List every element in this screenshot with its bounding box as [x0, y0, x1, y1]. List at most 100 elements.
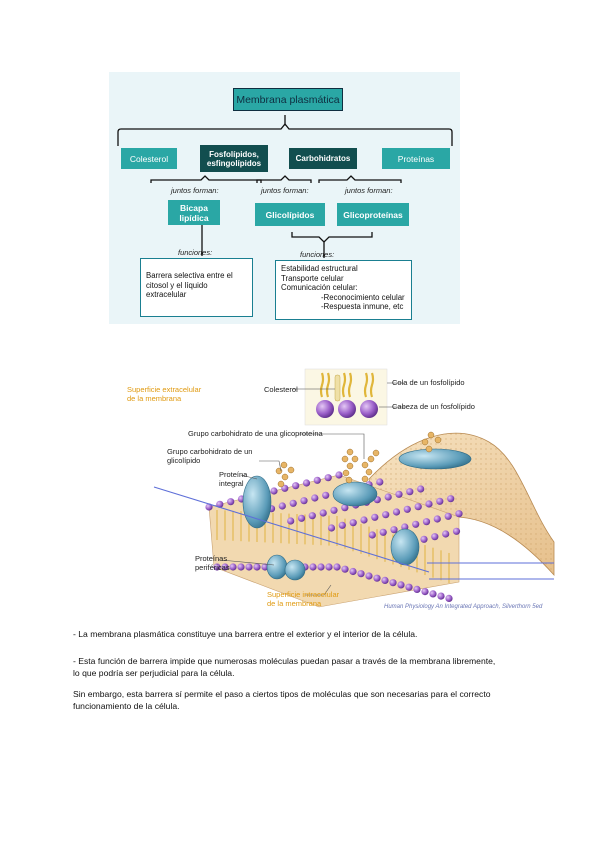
phospholipid-head	[322, 491, 330, 499]
phospholipid-head	[392, 508, 401, 516]
phospholipid-head	[325, 563, 333, 571]
phospholipid-head	[292, 482, 300, 490]
juntos-forman-1: juntos forman:	[171, 186, 219, 195]
phospholipid-head	[229, 563, 237, 571]
phospholipid-head	[335, 471, 343, 479]
phospholipid-head	[447, 495, 455, 503]
phospholipid-head	[213, 563, 221, 571]
phospholipid-head	[412, 520, 420, 528]
phospholipid-head	[205, 503, 213, 511]
phospholipid-head	[327, 524, 336, 532]
colesterol-box: Colesterol	[121, 148, 177, 169]
phospholipid-head	[349, 519, 357, 527]
phospholipid-head	[324, 474, 332, 482]
paragraph-2-line-2: lo que podría ser perjudicial para la cé…	[73, 667, 235, 678]
label-cabeza-fosfolipido: Cabeza de un fosfolípido	[392, 402, 475, 411]
phospholipid-head	[395, 490, 403, 498]
note-barrera: Barrera selectiva entre el citosol y el …	[140, 258, 253, 317]
phospholipid-head	[390, 526, 398, 534]
phospholipid-head	[376, 478, 384, 486]
phospholipid-head	[330, 506, 338, 514]
label-colesterol: Colesterol	[264, 385, 298, 394]
paragraph-3-line-2: funcionamiento de la célula.	[73, 700, 180, 711]
phospholipid-head	[221, 563, 229, 571]
phospholipid-head	[289, 499, 297, 507]
phospholipid-head	[338, 521, 346, 529]
glicolipidos-box: Glicolípidos	[255, 203, 325, 226]
note-line-transporte: Transporte celular	[281, 273, 344, 283]
membrane-illustration	[153, 368, 555, 608]
glicoproteinas-box: Glicoproteínas	[337, 203, 409, 226]
note-funciones-glico: Estabilidad estructural Transporte celul…	[275, 260, 412, 320]
concept-map-connectors	[117, 115, 453, 258]
phospholipid-head	[437, 592, 445, 600]
phospholipid-head	[360, 516, 368, 524]
phospholipid-head	[297, 514, 306, 522]
phospholipid-head	[436, 497, 444, 505]
phospholipid-head	[319, 509, 327, 517]
phospholipid-head	[227, 498, 235, 506]
root-box: Membrana plasmática	[233, 88, 343, 111]
phospholipid-head	[237, 563, 245, 571]
phospholipid-head	[309, 563, 317, 571]
phospholipid-head	[442, 530, 450, 538]
phospholipid-head	[455, 510, 463, 518]
phospholipid-head	[431, 533, 439, 541]
phospholipid-head	[245, 563, 253, 571]
note-line-comunicacion: Comunicación celular:	[281, 283, 358, 292]
funciones-2: funciones:	[300, 250, 335, 259]
juntos-forman-3: juntos forman:	[345, 186, 393, 195]
funciones-1: funciones:	[178, 248, 213, 257]
paragraph-1: - La membrana plasmática constituye una …	[73, 629, 418, 639]
phospholipid-head	[433, 515, 441, 523]
phospholipid-head	[300, 497, 308, 505]
phospholipid-head	[445, 594, 453, 602]
phospholipid-head	[216, 500, 224, 508]
phospholipid-head	[382, 511, 390, 519]
phospholipid-head	[406, 488, 414, 496]
membrane-figure: Superficie extracelular de la membrana C…	[109, 367, 564, 613]
phospholipid-head	[270, 487, 278, 495]
paragraph-3: Sin embargo, esta barrera sí permite el …	[73, 689, 543, 712]
label-grupo-glicolipido: Grupo carbohidrato de un glicolípido	[167, 447, 253, 465]
phospholipid-head	[311, 494, 319, 502]
phospholipid-head	[401, 523, 409, 531]
concept-map: Membrana plasmática Colesterol Fosfolípi…	[109, 72, 460, 324]
phospholipid-head	[403, 505, 411, 513]
phospholipid-head	[313, 476, 321, 484]
phospholipid-head	[417, 485, 425, 493]
note-line-reconocimiento: -Reconocimiento celular	[321, 292, 405, 302]
paragraph-2: - Esta función de barrera impide que num…	[73, 656, 543, 679]
phospholipid-head	[397, 581, 405, 589]
fosfolipidos-box: Fosfolípidos, esfingolípidos	[200, 145, 268, 172]
note-line-estabilidad: Estabilidad estructural	[281, 264, 358, 273]
phospholipid-head	[341, 504, 349, 512]
phospholipid-head	[425, 500, 433, 508]
phospholipid-head	[302, 479, 311, 487]
phospholipid-head	[389, 579, 397, 587]
phospholipid-head	[349, 567, 357, 576]
phospholipid-head	[384, 493, 392, 501]
note-line-respuesta: -Respuesta inmune, etc	[321, 302, 404, 311]
phospholipid-head	[379, 528, 387, 536]
phospholipid-head	[308, 512, 316, 520]
phospholipid-head	[341, 565, 349, 573]
juntos-forman-2: juntos forman:	[261, 186, 309, 195]
phospholipid-head	[420, 535, 428, 543]
phospholipid-head	[429, 590, 437, 598]
figure-credit: Human Physiology An Integrated Approach,…	[384, 604, 543, 610]
phospholipid-head	[371, 513, 379, 521]
bicapa-box: Bicapa lipídica	[168, 200, 220, 225]
phospholipid-head	[253, 563, 261, 571]
phospholipid-head	[452, 527, 461, 535]
phospholipid-head	[421, 588, 429, 596]
phospholipid-head	[287, 517, 295, 525]
phospholipid-head	[333, 563, 341, 571]
paragraph-2-line-1: - Esta función de barrera impide que num…	[73, 656, 496, 666]
phospholipid-head	[444, 512, 452, 520]
label-cola-fosfolipido: Cola de un fosfolípido	[392, 378, 465, 387]
phospholipid-head	[405, 583, 413, 591]
phospholipid-head	[422, 518, 431, 526]
phospholipid-head	[413, 585, 421, 593]
phospholipid-head	[368, 531, 376, 539]
